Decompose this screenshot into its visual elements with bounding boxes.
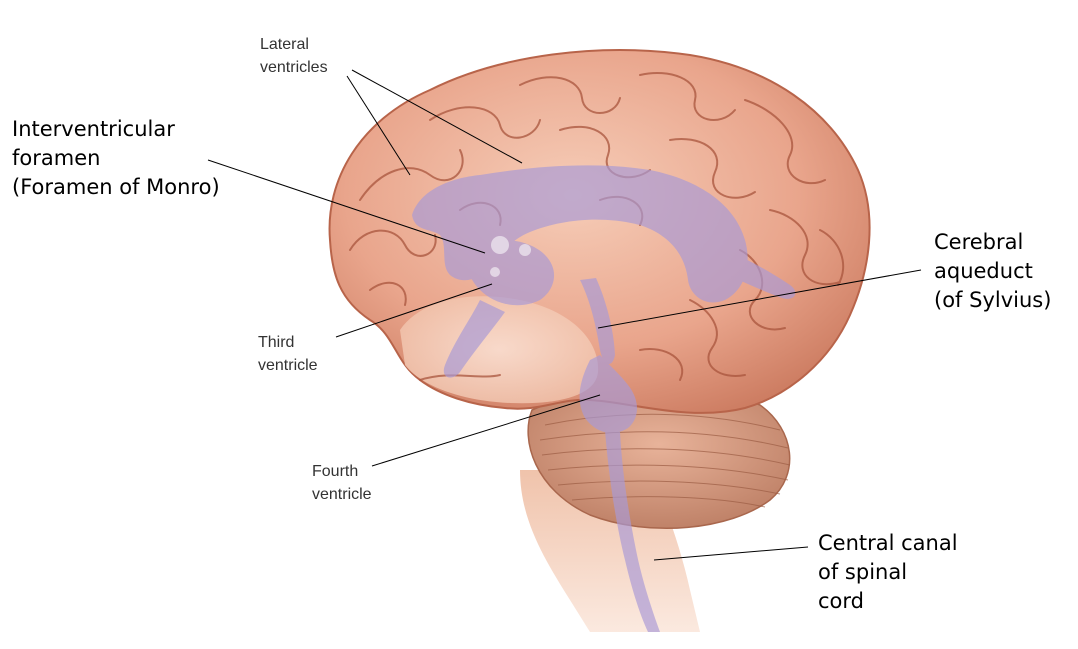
lateral-horn-posterior [700,240,796,299]
cerebellum-folia [539,413,791,508]
temporal-horn [443,300,505,378]
label-fourth-ventricle: Fourth ventricle [312,463,372,503]
label-central-canal: Central canal of spinal cord [818,531,958,613]
label-third-ventricle: Third ventricle [258,334,318,374]
leader-lateral-2 [351,69,523,164]
fourth-ventricle-shape [579,355,637,433]
leader-fourth [371,394,601,467]
leader-lateral-1 [346,75,411,176]
leader-third [335,283,493,338]
third-ventricle-shape [466,239,555,306]
label-cerebral-aqueduct: Cerebral aqueduct (of Sylvius) [934,230,1052,312]
leader-lines [207,69,922,561]
leader-central-canal [653,546,809,561]
leader-aqueduct [597,269,922,329]
ventricular-system [412,165,796,632]
label-lateral-ventricles: Lateral ventricles [260,36,328,76]
ventricle-highlights [490,236,531,277]
label-interventricular-foramen: Interventricular foramen (Foramen of Mon… [12,117,220,199]
central-canal-shape [605,430,660,632]
leader-foramen [207,159,486,254]
aqueduct-shape [580,278,615,365]
lateral-ventricle-shape [412,165,748,303]
